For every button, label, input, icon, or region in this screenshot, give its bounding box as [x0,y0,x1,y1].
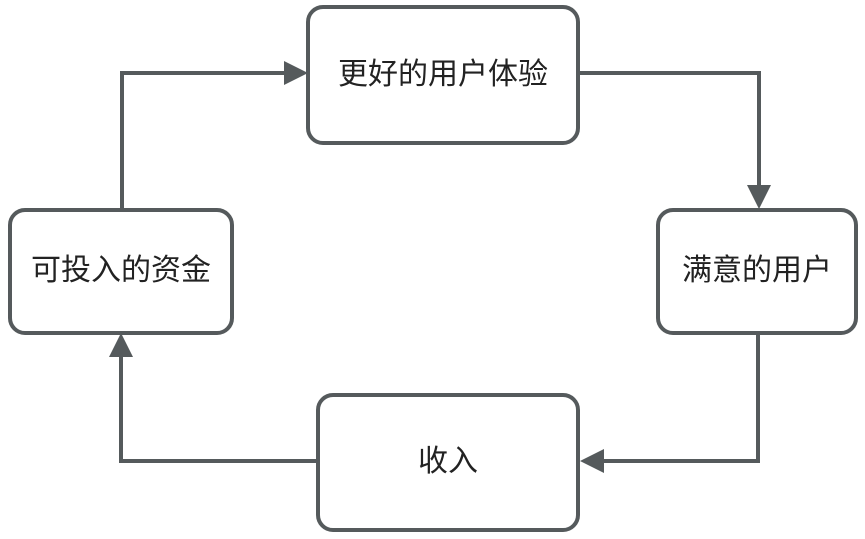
node-better-user-experience[interactable]: 更好的用户体验 [306,5,580,145]
node-label-revenue: 收入 [418,445,478,478]
node-box-revenue[interactable] [316,393,580,532]
edge-line-satisfied-to-revenue [592,333,760,463]
edge-revenue-to-funds [109,333,318,463]
node-box-better-user-experience[interactable] [306,5,580,145]
edge-satisfied-to-revenue [580,333,760,473]
edge-experience-to-satisfied [578,71,771,209]
node-group: 更好的用户体验 满意的用户 收入 可投入的资金 [8,5,858,532]
edge-line-funds-to-experience [120,71,295,210]
node-satisfied-users[interactable]: 满意的用户 [656,208,858,335]
node-label-investable-funds: 可投入的资金 [31,254,211,287]
arrow-head-up-funds [109,333,133,357]
edge-funds-to-experience [120,61,308,210]
node-box-investable-funds[interactable] [8,208,234,335]
node-label-better-user-experience: 更好的用户体验 [338,58,548,91]
node-revenue[interactable]: 收入 [316,393,580,532]
edge-line-revenue-to-funds [119,346,318,463]
node-label-satisfied-users: 满意的用户 [682,254,832,287]
node-box-satisfied-users[interactable] [656,208,858,335]
edge-line-experience-to-satisfied [578,71,761,196]
arrow-head-down-satisfied [747,185,771,209]
arrow-head-right-experience [284,61,308,85]
node-investable-funds[interactable]: 可投入的资金 [8,208,234,335]
edge-group [109,61,771,473]
arrow-head-left-revenue [580,449,604,473]
